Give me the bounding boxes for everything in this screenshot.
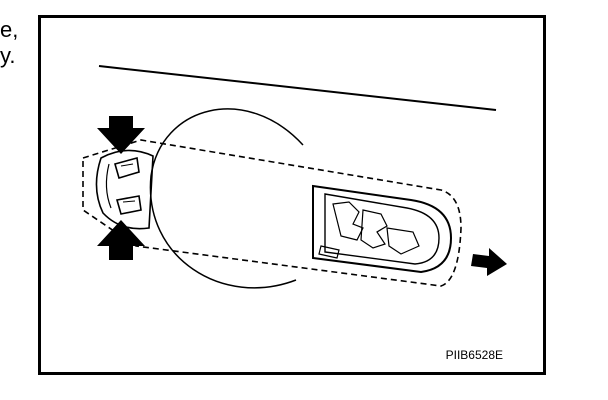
figure-code: PIIB6528E xyxy=(445,348,503,362)
detail-circle-arc xyxy=(149,108,304,289)
bezel-inner-line xyxy=(105,163,112,209)
handle-mechanism-left xyxy=(332,201,364,241)
handle-mechanism-right xyxy=(386,227,420,255)
press-up-arrow-icon xyxy=(97,220,145,260)
lower-clip-detail xyxy=(122,200,136,203)
handle-lower-tab xyxy=(318,245,340,259)
upper-clip-detail xyxy=(120,163,134,167)
door-handle-removal-illustration xyxy=(82,65,507,289)
cropped-text-line-1: e, xyxy=(0,17,19,42)
press-down-arrow-icon xyxy=(97,116,145,154)
door-edge-line xyxy=(98,65,497,111)
upper-clip-tab xyxy=(114,156,140,179)
lower-clip-tab xyxy=(115,195,142,215)
handle-body xyxy=(312,184,453,274)
illustration-frame: PIIB6528E xyxy=(38,15,546,375)
handle-inner-cavity xyxy=(324,193,440,265)
cropped-text-line-2: y. xyxy=(0,43,16,68)
pull-direction-arrow-icon xyxy=(471,248,507,276)
handle-mechanism-center xyxy=(360,209,388,249)
handle-outline-dashed xyxy=(82,139,462,287)
